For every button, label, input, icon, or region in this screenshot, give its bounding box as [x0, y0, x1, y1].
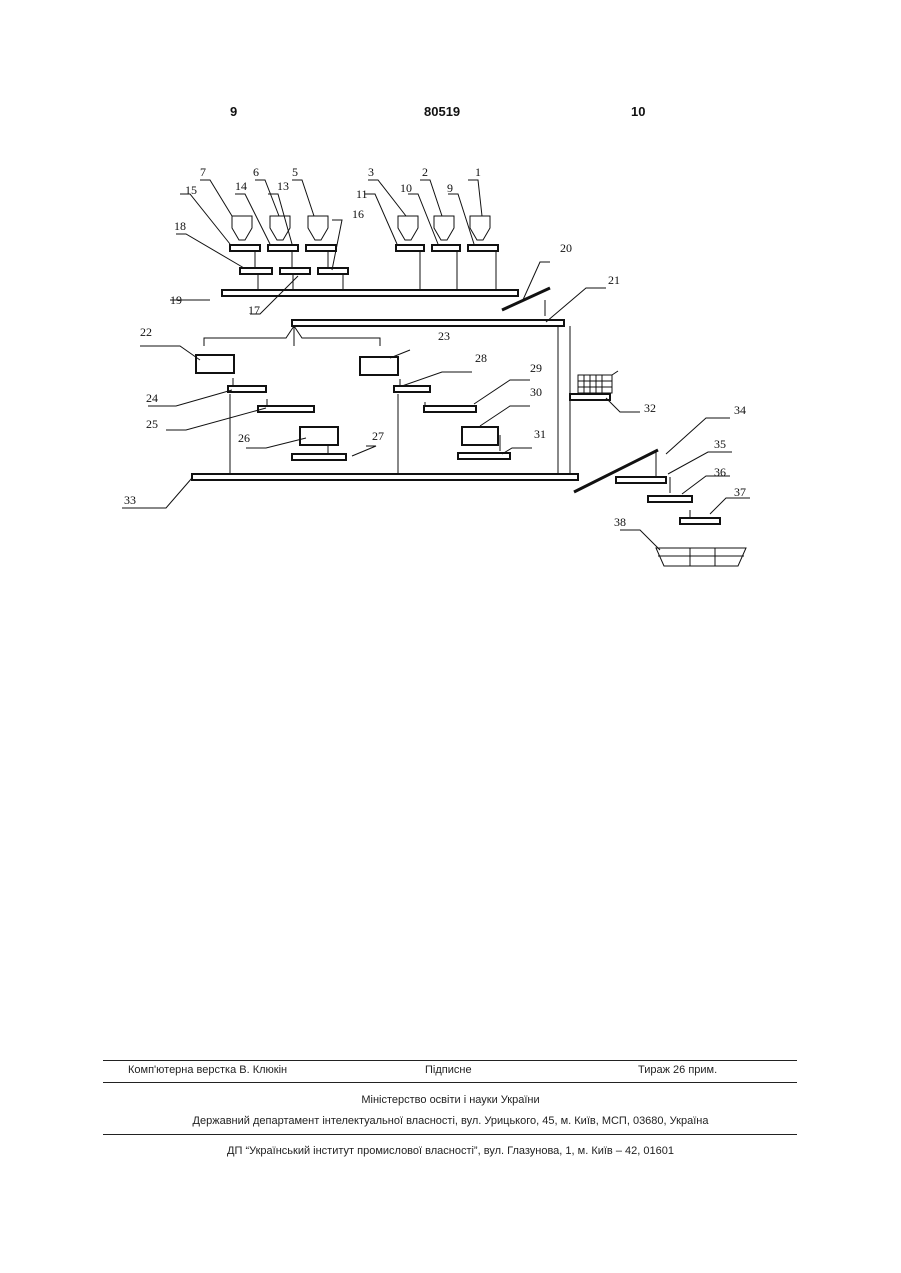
label-1: 1 — [475, 165, 481, 179]
label-24: 24 — [146, 391, 158, 405]
label-17: 17 — [248, 303, 260, 317]
footer-rule-top — [103, 1060, 797, 1061]
label-38: 38 — [614, 515, 626, 529]
label-36: 36 — [714, 465, 726, 479]
label-22: 22 — [140, 325, 152, 339]
label-27: 27 — [372, 429, 384, 443]
machine-23 — [360, 357, 398, 375]
page-number-left: 9 — [230, 104, 237, 119]
belt-33 — [192, 474, 578, 480]
label-3: 3 — [368, 165, 374, 179]
label-19: 19 — [170, 293, 182, 307]
label-25: 25 — [146, 417, 158, 431]
patent-number: 80519 — [424, 104, 460, 119]
label-2: 2 — [422, 165, 428, 179]
footer-layout-credit: Комп'ютерна верстка В. Клюкін — [128, 1064, 287, 1076]
label-5: 5 — [292, 165, 298, 179]
label-29: 29 — [530, 361, 542, 375]
storage-32 — [570, 371, 618, 400]
footer-circulation: Тираж 26 прим. — [638, 1064, 717, 1076]
footer-institute: ДП “Український інститут промислової вла… — [0, 1145, 901, 1157]
label-15: 15 — [185, 183, 197, 197]
belt-21 — [292, 320, 564, 326]
label-6: 6 — [253, 165, 259, 179]
label-11: 11 — [356, 187, 368, 201]
label-31: 31 — [534, 427, 546, 441]
label-13: 13 — [277, 179, 289, 193]
incline-34 — [574, 450, 658, 492]
footer-department: Державний департамент інтелектуальної вл… — [0, 1115, 901, 1127]
machine-22 — [196, 355, 234, 373]
label-23: 23 — [438, 329, 450, 343]
label-32: 32 — [644, 401, 656, 415]
machine-26 — [300, 427, 338, 445]
feeders — [230, 245, 498, 274]
machine-30 — [462, 427, 498, 445]
label-34: 34 — [734, 403, 746, 417]
footer-rule-bottom — [103, 1134, 797, 1135]
label-26: 26 — [238, 431, 250, 445]
label-18: 18 — [174, 219, 186, 233]
footer-rule-middle — [103, 1082, 797, 1083]
label-30: 30 — [530, 385, 542, 399]
label-10: 10 — [400, 181, 412, 195]
label-16: 16 — [352, 207, 364, 221]
page-number-right: 10 — [631, 104, 645, 119]
label-37: 37 — [734, 485, 746, 499]
footer-signed: Підписне — [425, 1064, 472, 1076]
label-21: 21 — [608, 273, 620, 287]
label-33: 33 — [124, 493, 136, 507]
label-20: 20 — [560, 241, 572, 255]
process-flow-diagram: 1 2 3 5 6 7 9 10 11 13 14 15 16 17 18 19… — [110, 150, 770, 580]
label-35: 35 — [714, 437, 726, 451]
label-14: 14 — [235, 179, 247, 193]
label-7: 7 — [200, 165, 206, 179]
label-9: 9 — [447, 181, 453, 195]
footer-ministry: Міністерство освіти і науки України — [0, 1094, 901, 1106]
bin-38 — [656, 548, 746, 566]
belt-19 — [222, 290, 518, 296]
label-28: 28 — [475, 351, 487, 365]
